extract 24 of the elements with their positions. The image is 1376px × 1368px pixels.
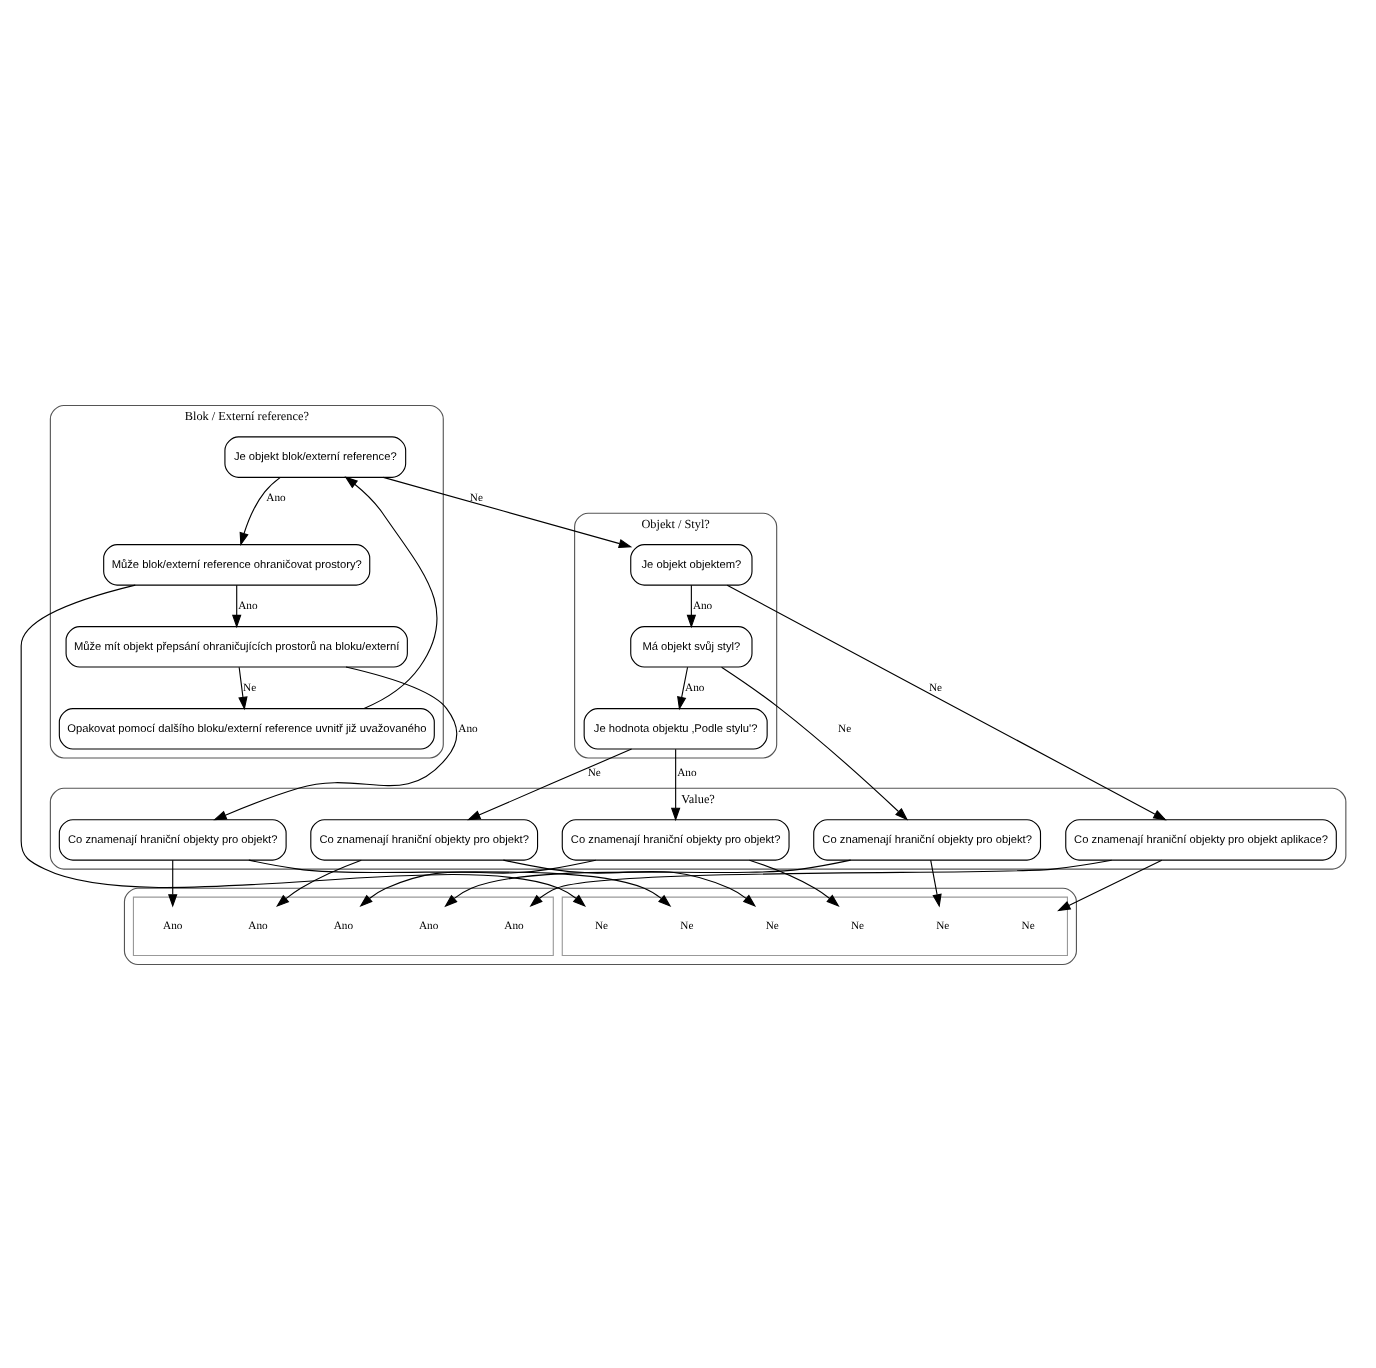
arrow: [444, 858, 852, 907]
arrow: [726, 583, 1167, 820]
arrow: [238, 665, 248, 710]
arrow: [721, 665, 909, 820]
arrow: [748, 858, 840, 906]
arrow: [359, 858, 597, 907]
arrow: [213, 665, 458, 820]
arrow: [232, 583, 242, 628]
arrow: [529, 858, 1113, 907]
arrow: [677, 665, 689, 710]
arrow: [502, 858, 757, 906]
arrow: [20, 583, 586, 907]
arrow: [168, 858, 178, 907]
arrow: [344, 475, 438, 708]
arrow: [1057, 858, 1163, 911]
arrow: [248, 858, 672, 907]
arrow: [239, 475, 281, 546]
arrow: [930, 858, 942, 907]
cluster: [123, 886, 1077, 965]
arrow: [670, 747, 681, 821]
arrow: [467, 747, 633, 820]
arrow: [276, 858, 362, 907]
arrow: [686, 583, 697, 628]
arrow: [382, 475, 633, 548]
